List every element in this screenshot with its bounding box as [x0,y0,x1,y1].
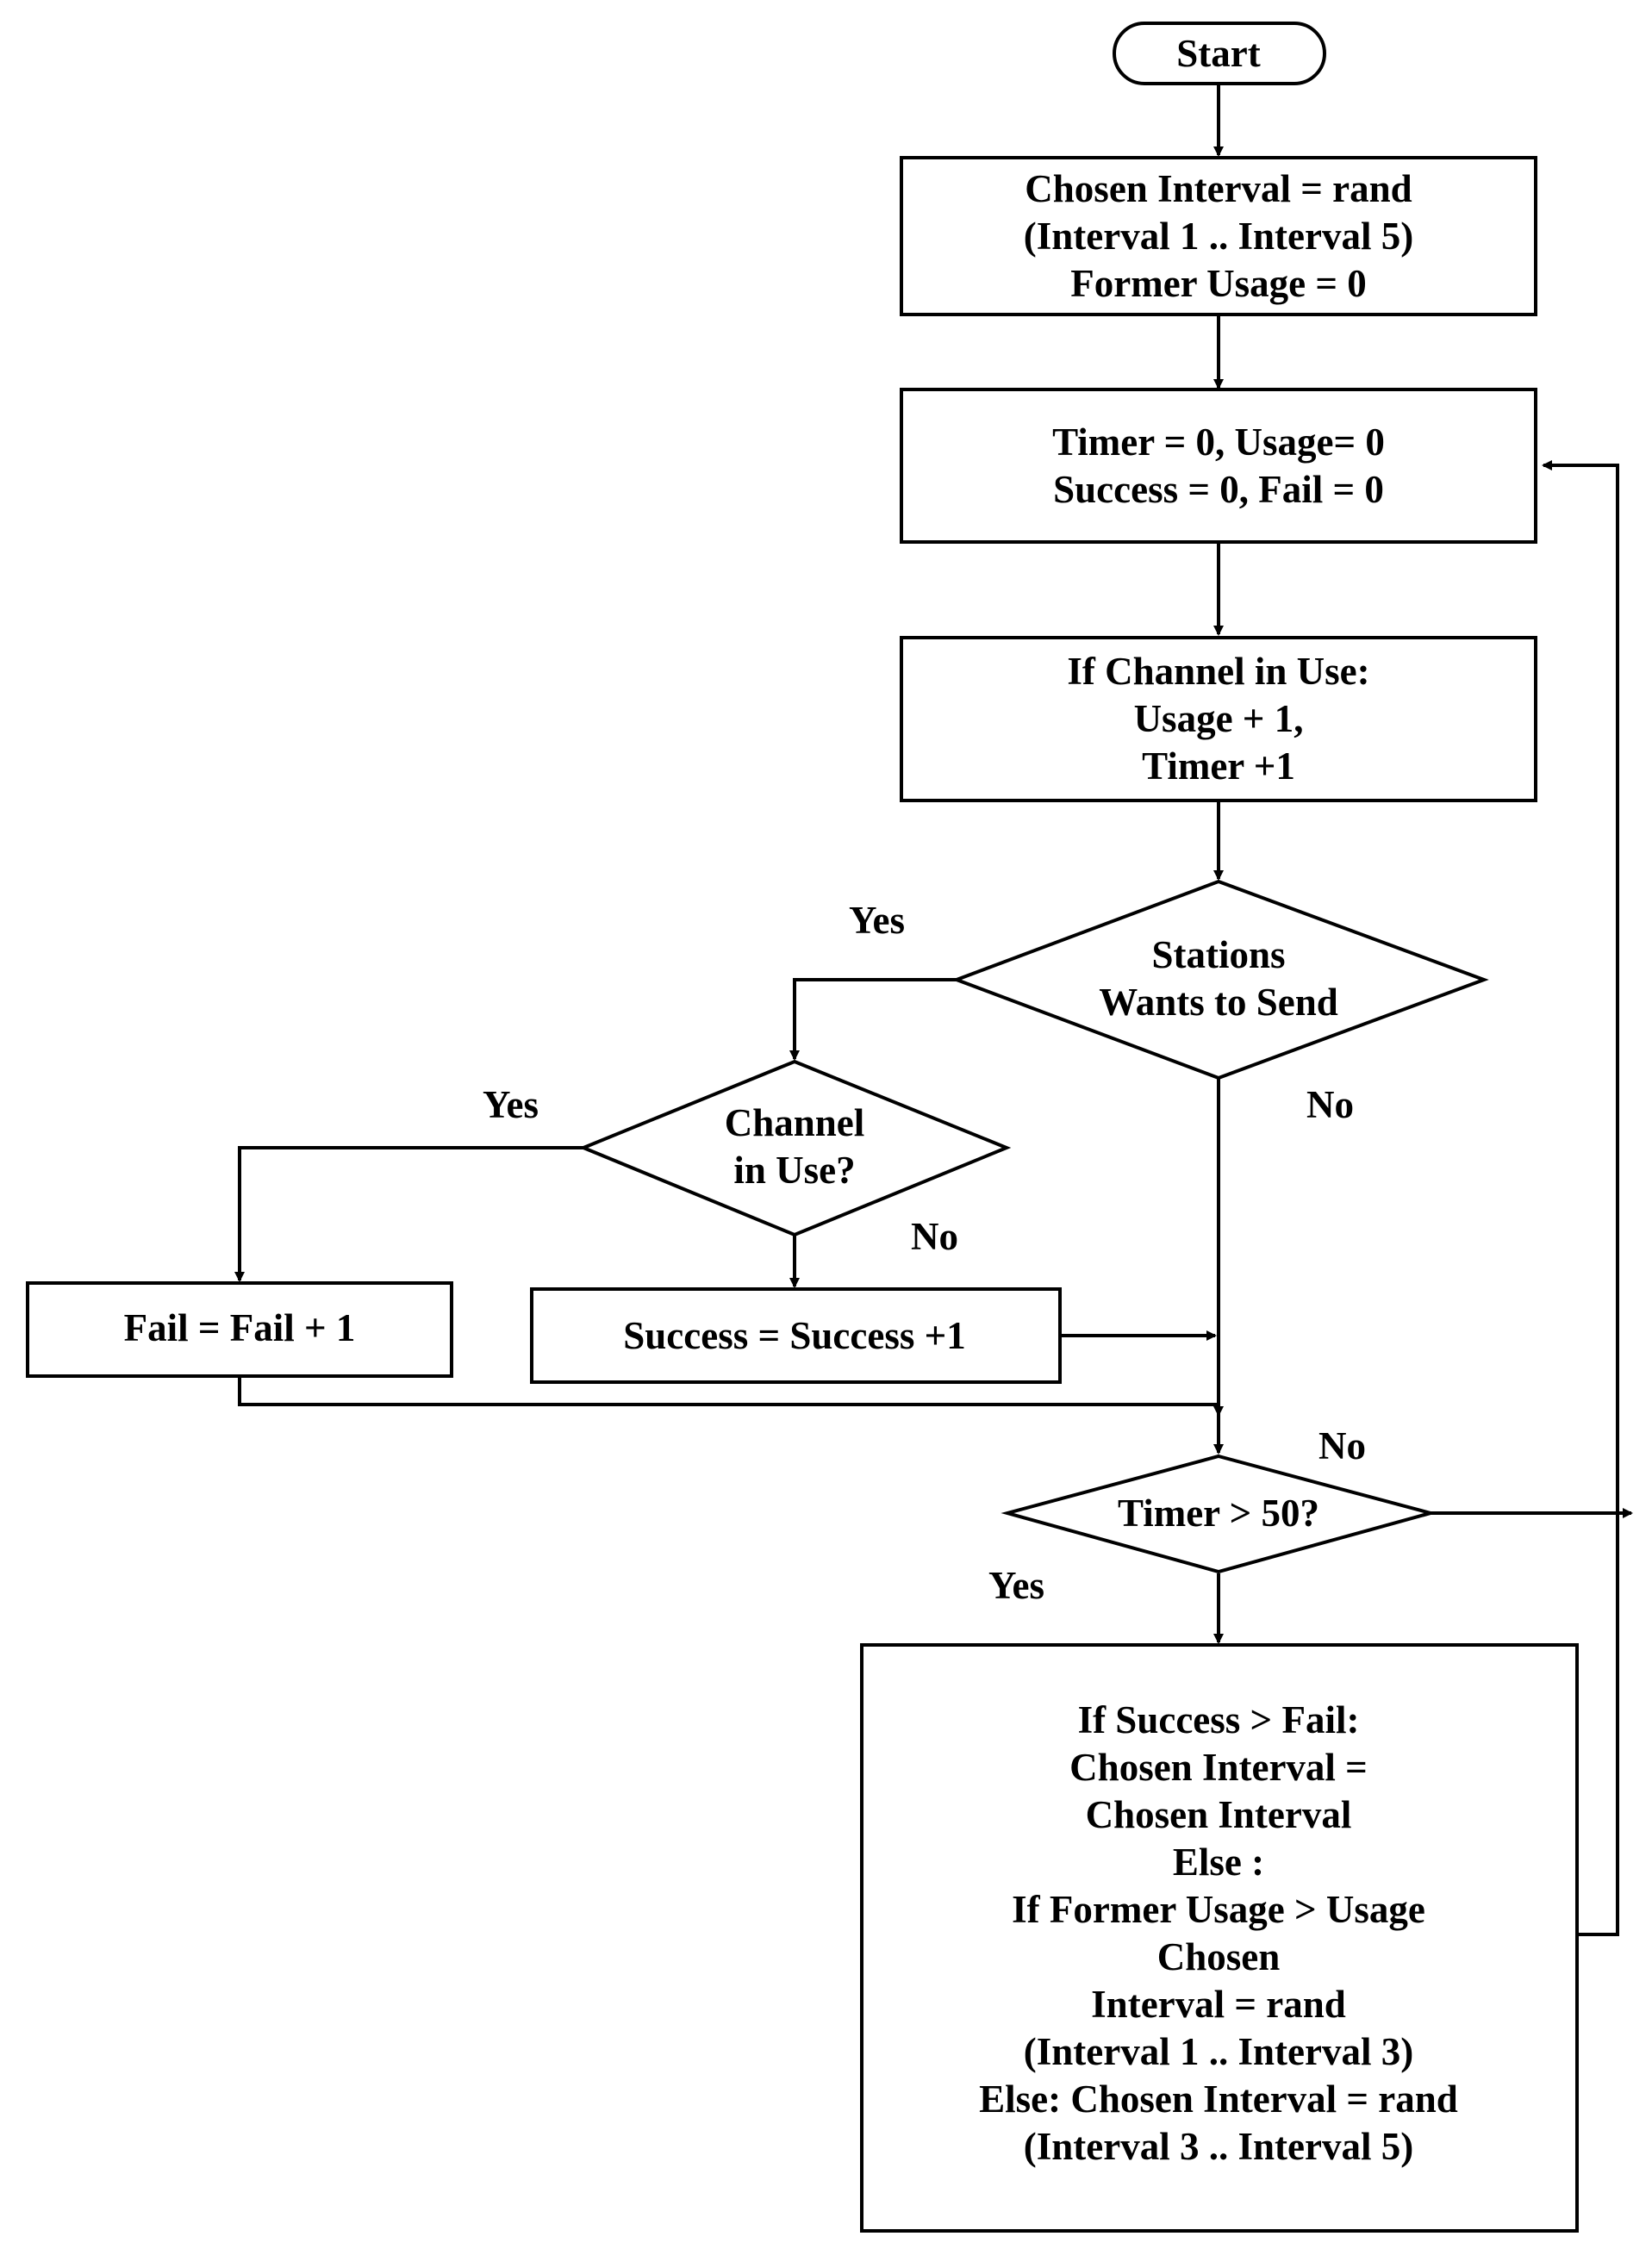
adjust-interval-line-4: Else : [1173,1841,1264,1884]
node-channel-in-use: Channel in Use? [578,1059,1012,1237]
adjust-interval-line-10: (Interval 3 .. Interval 5) [1024,2125,1413,2168]
channel-check-box [900,636,1537,802]
edge-channel-yes [234,1146,583,1282]
adjust-interval-line-9: Else: Chosen Interval = rand [979,2077,1458,2121]
edge-fail-to-main [238,1376,1219,1406]
edge-label-timer-yes: Yes [988,1564,1044,1607]
timer-check-diamond [1001,1454,1437,1574]
channel-check-line-3: Timer +1 [1142,744,1295,788]
node-fail-increment: Fail = Fail + 1 [26,1281,453,1378]
success-increment-box [530,1287,1062,1384]
edge-label-send-no: No [1306,1083,1354,1126]
fail-increment-box [26,1281,453,1378]
node-reset-counters: Timer = 0, Usage= 0 Success = 0, Fail = … [900,388,1537,544]
init-interval-line-1: Chosen Interval = rand [1025,167,1412,210]
channel-check-line-2: Usage + 1, [1134,697,1304,740]
station-wants-send-line-1: Stations [1151,933,1285,976]
node-start: Start [1113,22,1326,85]
reset-counters-box [900,388,1537,544]
adjust-interval-line-5: If Former Usage > Usage [1012,1888,1425,1931]
station-wants-send-line-2: Wants to Send [1099,981,1338,1024]
channel-in-use-diamond [578,1059,1012,1237]
fail-increment-label: Fail = Fail + 1 [124,1306,356,1349]
node-timer-check: Timer > 50? [1001,1454,1437,1574]
channel-check-line-1: If Channel in Use: [1067,650,1369,693]
edge-loop-back [1542,460,1619,1936]
adjust-interval-line-1: If Success > Fail: [1078,1698,1360,1741]
channel-in-use-line-1: Channel [725,1101,865,1144]
edge-labels: Yes No Yes No No Yes [483,899,1366,1607]
station-wants-send-diamond [951,879,1489,1081]
success-increment-label: Success = Success +1 [623,1314,966,1357]
edge-label-timer-no: No [1318,1424,1366,1467]
connectors [234,84,1633,1936]
start-label: Start [1176,32,1260,75]
init-interval-box [900,156,1537,316]
adjust-interval-box [860,1643,1579,2233]
edge-label-channel-yes: Yes [483,1083,539,1126]
edge-label-send-yes: Yes [849,899,905,942]
adjust-interval-line-3: Chosen Interval [1086,1793,1352,1836]
adjust-interval-line-2: Chosen Interval = [1069,1746,1368,1789]
adjust-interval-line-7: Interval = rand [1091,1983,1346,2026]
adjust-interval-line-6: Chosen [1157,1935,1281,1978]
node-channel-check: If Channel in Use: Usage + 1, Timer +1 [900,636,1537,802]
node-adjust-interval: If Success > Fail: Chosen Interval = Cho… [860,1643,1579,2233]
reset-counters-line-2: Success = 0, Fail = 0 [1053,468,1384,511]
adjust-interval-line-8: (Interval 1 .. Interval 3) [1024,2030,1413,2073]
init-interval-line-2: (Interval 1 .. Interval 5) [1024,215,1413,258]
node-station-wants-send: Stations Wants to Send [951,879,1489,1081]
node-success-increment: Success = Success +1 [530,1287,1062,1384]
edge-label-channel-no: No [911,1215,958,1258]
timer-check-label: Timer > 50? [1118,1492,1319,1535]
init-interval-line-3: Former Usage = 0 [1070,262,1366,305]
start-terminal-shape [1113,22,1326,85]
channel-in-use-line-2: in Use? [733,1149,855,1192]
reset-counters-line-1: Timer = 0, Usage= 0 [1052,420,1385,464]
edge-send-yes [789,978,957,1061]
node-init-interval: Chosen Interval = rand (Interval 1 .. In… [900,156,1537,316]
